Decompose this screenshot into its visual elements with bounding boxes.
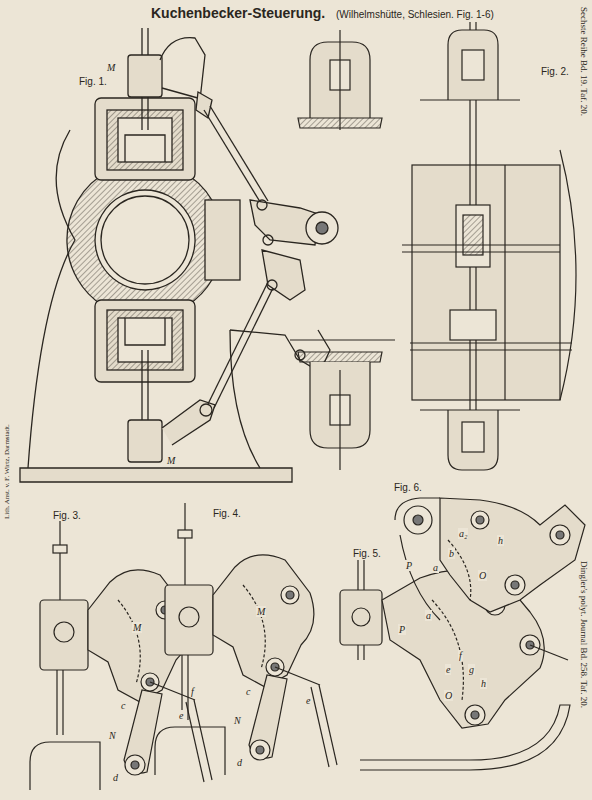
part-letter: O	[444, 690, 453, 701]
series-note: Sechste Reihe Bd. 19. Taf. 20.	[578, 6, 588, 117]
part-letter: f	[190, 686, 195, 697]
figure-number: Fig. 6.	[393, 482, 423, 493]
part-letter: N	[233, 715, 242, 726]
part-letter: h	[480, 678, 487, 689]
subtitle: (Wilhelmshütte, Schlesien. Fig. 1-6)	[335, 9, 495, 20]
fig1-section	[20, 28, 338, 482]
part-letter: M	[166, 455, 176, 466]
part-letter: M	[256, 606, 266, 617]
fig6-detail	[395, 498, 585, 620]
figure-number: Fig. 5.	[352, 548, 382, 559]
part-letter: M	[132, 622, 142, 633]
part-letter: a	[425, 610, 432, 621]
part-letter: c	[245, 686, 251, 697]
part-letter: a₂	[458, 528, 468, 539]
part-letter: P	[398, 624, 406, 635]
part-letter: O	[478, 570, 487, 581]
part-letter: e	[178, 710, 184, 721]
part-letter: f	[458, 650, 463, 661]
part-letter: M	[106, 62, 116, 73]
figure-number: Fig. 4.	[212, 508, 242, 519]
part-letter: g	[468, 664, 475, 675]
lithographer-note: Lith. Anst. v. F. Wirtz, Darmstadt.	[4, 423, 12, 520]
part-letter: e	[305, 695, 311, 706]
part-letter: e	[445, 664, 451, 675]
part-letter: a	[432, 562, 439, 573]
fig4-gear	[155, 503, 337, 775]
fig5-gear	[340, 560, 570, 770]
part-letter: d	[236, 757, 243, 768]
part-letter: h	[497, 535, 504, 546]
part-letter: d	[112, 772, 119, 783]
figure-number: Fig. 3.	[52, 510, 82, 521]
figure-number: Fig. 1.	[78, 76, 108, 87]
plate-title: Kuchenbecker-Steuerung.	[150, 6, 326, 21]
part-letter: P	[405, 560, 413, 571]
fig2-views	[290, 22, 576, 470]
part-letter: b	[448, 548, 455, 559]
part-letter: N	[108, 730, 117, 741]
journal-note: Dingler's polyt. Journal Bd. 258. Taf. 2…	[578, 560, 588, 709]
part-letter: c	[120, 700, 126, 711]
figure-number: Fig. 2.	[540, 66, 570, 77]
